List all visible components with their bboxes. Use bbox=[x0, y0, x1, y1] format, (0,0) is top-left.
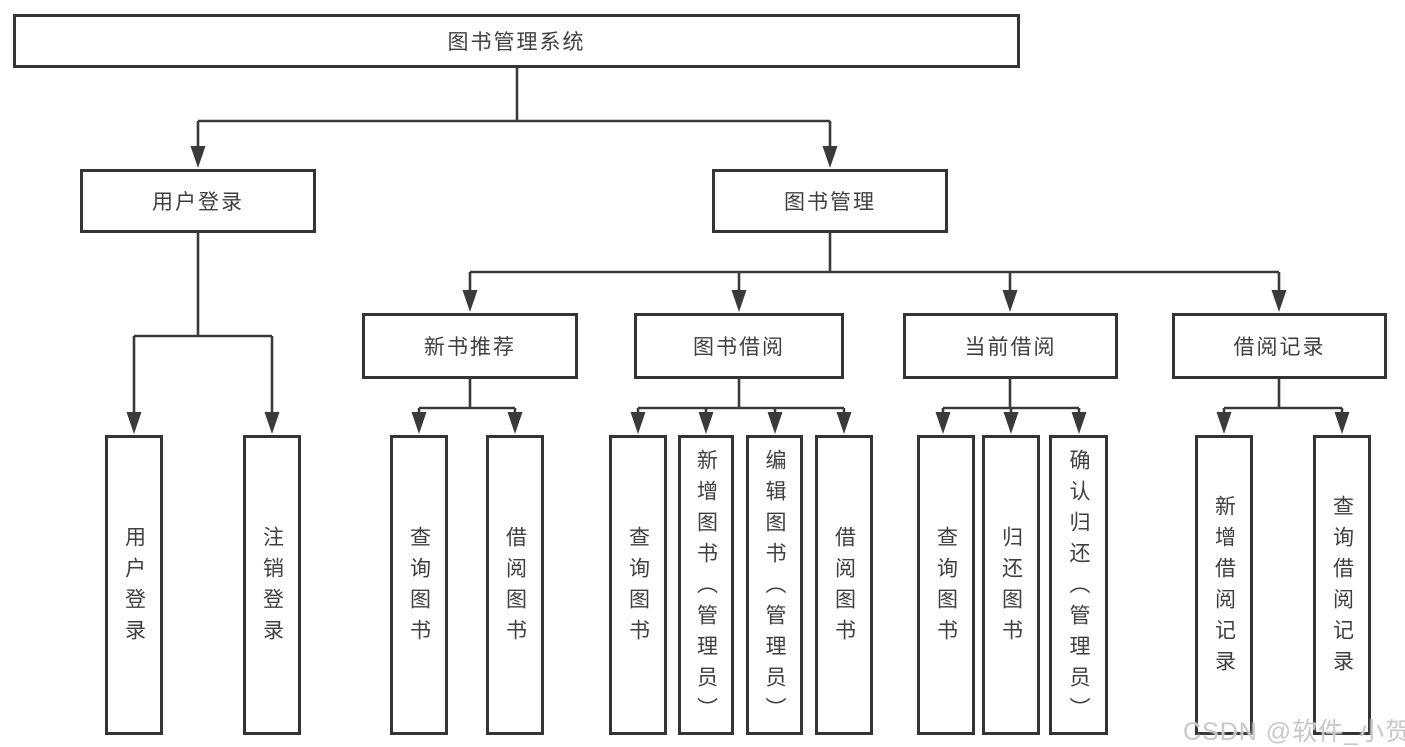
node-label: 当前借阅 bbox=[964, 336, 1057, 359]
node-new-book-recommend: 新书推荐 bbox=[362, 313, 578, 379]
node-user-login: 用户登录 bbox=[80, 169, 316, 233]
node-label: 查询图书 bbox=[934, 526, 958, 650]
node-leaf-logout: 注销登录 bbox=[243, 435, 301, 735]
node-label: 查询借阅记录 bbox=[1330, 495, 1354, 681]
node-leaf-edit-books-admin: 编辑图书（管理员） bbox=[746, 435, 803, 735]
node-label: 图书管理系统 bbox=[447, 31, 586, 54]
arrowheads bbox=[126, 146, 1350, 434]
node-leaf-query-books-borrowing: 查询图书 bbox=[609, 435, 667, 735]
node-label: 用户登录 bbox=[152, 191, 244, 214]
node-current-borrowing: 当前借阅 bbox=[903, 313, 1118, 379]
node-leaf-add-borrow-record: 新增借阅记录 bbox=[1195, 435, 1253, 735]
node-book-management: 图书管理 bbox=[712, 169, 948, 233]
node-label: 新书推荐 bbox=[424, 336, 516, 359]
node-label: 确认归还（管理员） bbox=[1067, 448, 1090, 728]
node-label: 借阅记录 bbox=[1233, 336, 1326, 359]
node-leaf-add-books-admin: 新增图书（管理员） bbox=[678, 435, 734, 735]
node-label: 新增图书（管理员） bbox=[694, 448, 718, 728]
node-label: 编辑图书（管理员） bbox=[763, 448, 786, 728]
node-leaf-borrow-books-recommend: 借阅图书 bbox=[486, 435, 544, 735]
node-leaf-borrow-books: 借阅图书 bbox=[815, 435, 873, 735]
node-leaf-return-books: 归还图书 bbox=[982, 435, 1040, 735]
node-library-management-system: 图书管理系统 bbox=[13, 14, 1020, 68]
node-label: 图书借阅 bbox=[693, 336, 785, 359]
node-leaf-confirm-return-admin: 确认归还（管理员） bbox=[1049, 435, 1108, 735]
csdn-watermark: CSDN @软件_小贺同学 bbox=[1183, 718, 1405, 746]
node-label: 归还图书 bbox=[999, 526, 1023, 650]
node-leaf-query-borrow-record: 查询借阅记录 bbox=[1313, 435, 1371, 735]
node-label: 新增借阅记录 bbox=[1212, 495, 1236, 681]
node-leaf-query-books-current: 查询图书 bbox=[917, 435, 975, 735]
node-label: 借阅图书 bbox=[832, 526, 856, 650]
node-label: 查询图书 bbox=[407, 526, 431, 650]
node-label: 用户登录 bbox=[122, 526, 146, 650]
node-leaf-query-books-recommend: 查询图书 bbox=[390, 435, 448, 735]
node-label: 注销登录 bbox=[260, 526, 284, 650]
node-label: 借阅图书 bbox=[503, 526, 527, 650]
node-leaf-user-login: 用户登录 bbox=[105, 435, 163, 735]
node-label: 查询图书 bbox=[626, 526, 650, 650]
node-borrow-records: 借阅记录 bbox=[1172, 313, 1387, 379]
node-label: 图书管理 bbox=[784, 191, 876, 214]
node-book-borrowing: 图书借阅 bbox=[634, 313, 844, 379]
